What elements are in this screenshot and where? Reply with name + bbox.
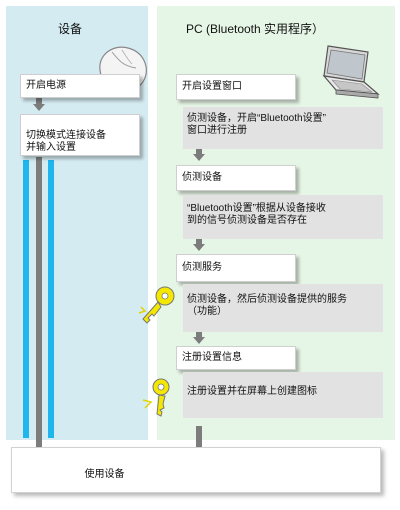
pc-column-header: PC (Bluetooth 实用程序）: [185, 22, 325, 36]
key-icon: [138, 286, 175, 324]
step-label: 切换模式连接设备 并输入设置: [26, 130, 106, 153]
step-label: 侦测服务: [182, 262, 222, 273]
arrow-stem: [196, 149, 202, 154]
step-label: 使用设备: [84, 469, 125, 480]
step-description: 侦测设备，然后侦测设备提供的服务 （功能）: [183, 284, 383, 332]
step-switch-mode: 切换模式连接设备 并输入设置: [20, 114, 140, 156]
step-label: 侦测设备: [182, 172, 222, 183]
arrow-head: [193, 154, 205, 161]
device-column-header: 设备: [57, 22, 82, 36]
arrow-stem: [196, 239, 202, 244]
arrow-stem: [196, 332, 202, 337]
step-label: 开启电源: [26, 80, 66, 91]
arrow-head: [33, 104, 45, 111]
arrow-head: [193, 337, 205, 344]
step-register-settings: 注册设置信息: [176, 346, 296, 370]
step-description: 注册设置并在屏幕上创建图标: [183, 372, 383, 418]
step-label: 开启设置窗口: [182, 81, 242, 92]
step-detect-device: 侦测设备: [176, 165, 296, 191]
arrow-stem: [36, 98, 42, 104]
arrow-stem: [196, 426, 202, 447]
step-label: 注册设置信息: [182, 352, 242, 363]
step-use-device: 使用设备: [11, 447, 381, 493]
step-power-on: 开启电源: [20, 74, 140, 98]
flow-bar-left: [23, 160, 29, 438]
step-open-settings: 开启设置窗口: [176, 74, 296, 100]
arrow-head: [193, 244, 205, 251]
step-description: 侦测设备，开启“Bluetooth设置” 窗口进行注册: [183, 107, 383, 149]
arrow-stem: [36, 157, 42, 447]
flow-bar-right: [48, 160, 54, 438]
laptop-icon: [322, 45, 380, 99]
step-detect-service: 侦测服务: [176, 254, 296, 282]
step-description: “Bluetooth设置”根据从设备接收 到的信号侦测设备是否存在: [183, 195, 383, 239]
key-icon: [142, 378, 170, 417]
